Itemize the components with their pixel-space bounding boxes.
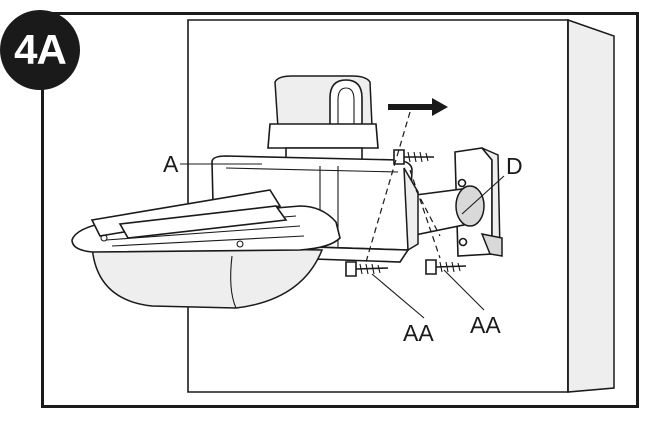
screw-lower-left xyxy=(345,261,389,277)
leader-line-aa-left xyxy=(371,273,425,319)
mounting-bracket xyxy=(407,147,503,257)
label-aa-right: AA xyxy=(470,312,501,338)
direction-arrow xyxy=(388,98,448,116)
step-badge: 4A xyxy=(0,10,80,90)
label-a: A xyxy=(163,151,179,177)
leader-line-d xyxy=(461,175,505,215)
screw-upper xyxy=(393,149,434,165)
lens-bowl xyxy=(71,189,341,309)
alignment-lines xyxy=(365,111,441,263)
leader-line-aa-right xyxy=(443,269,485,311)
screw-lower-right xyxy=(425,259,467,275)
label-d: D xyxy=(506,153,523,179)
label-aa-left: AA xyxy=(403,320,434,346)
